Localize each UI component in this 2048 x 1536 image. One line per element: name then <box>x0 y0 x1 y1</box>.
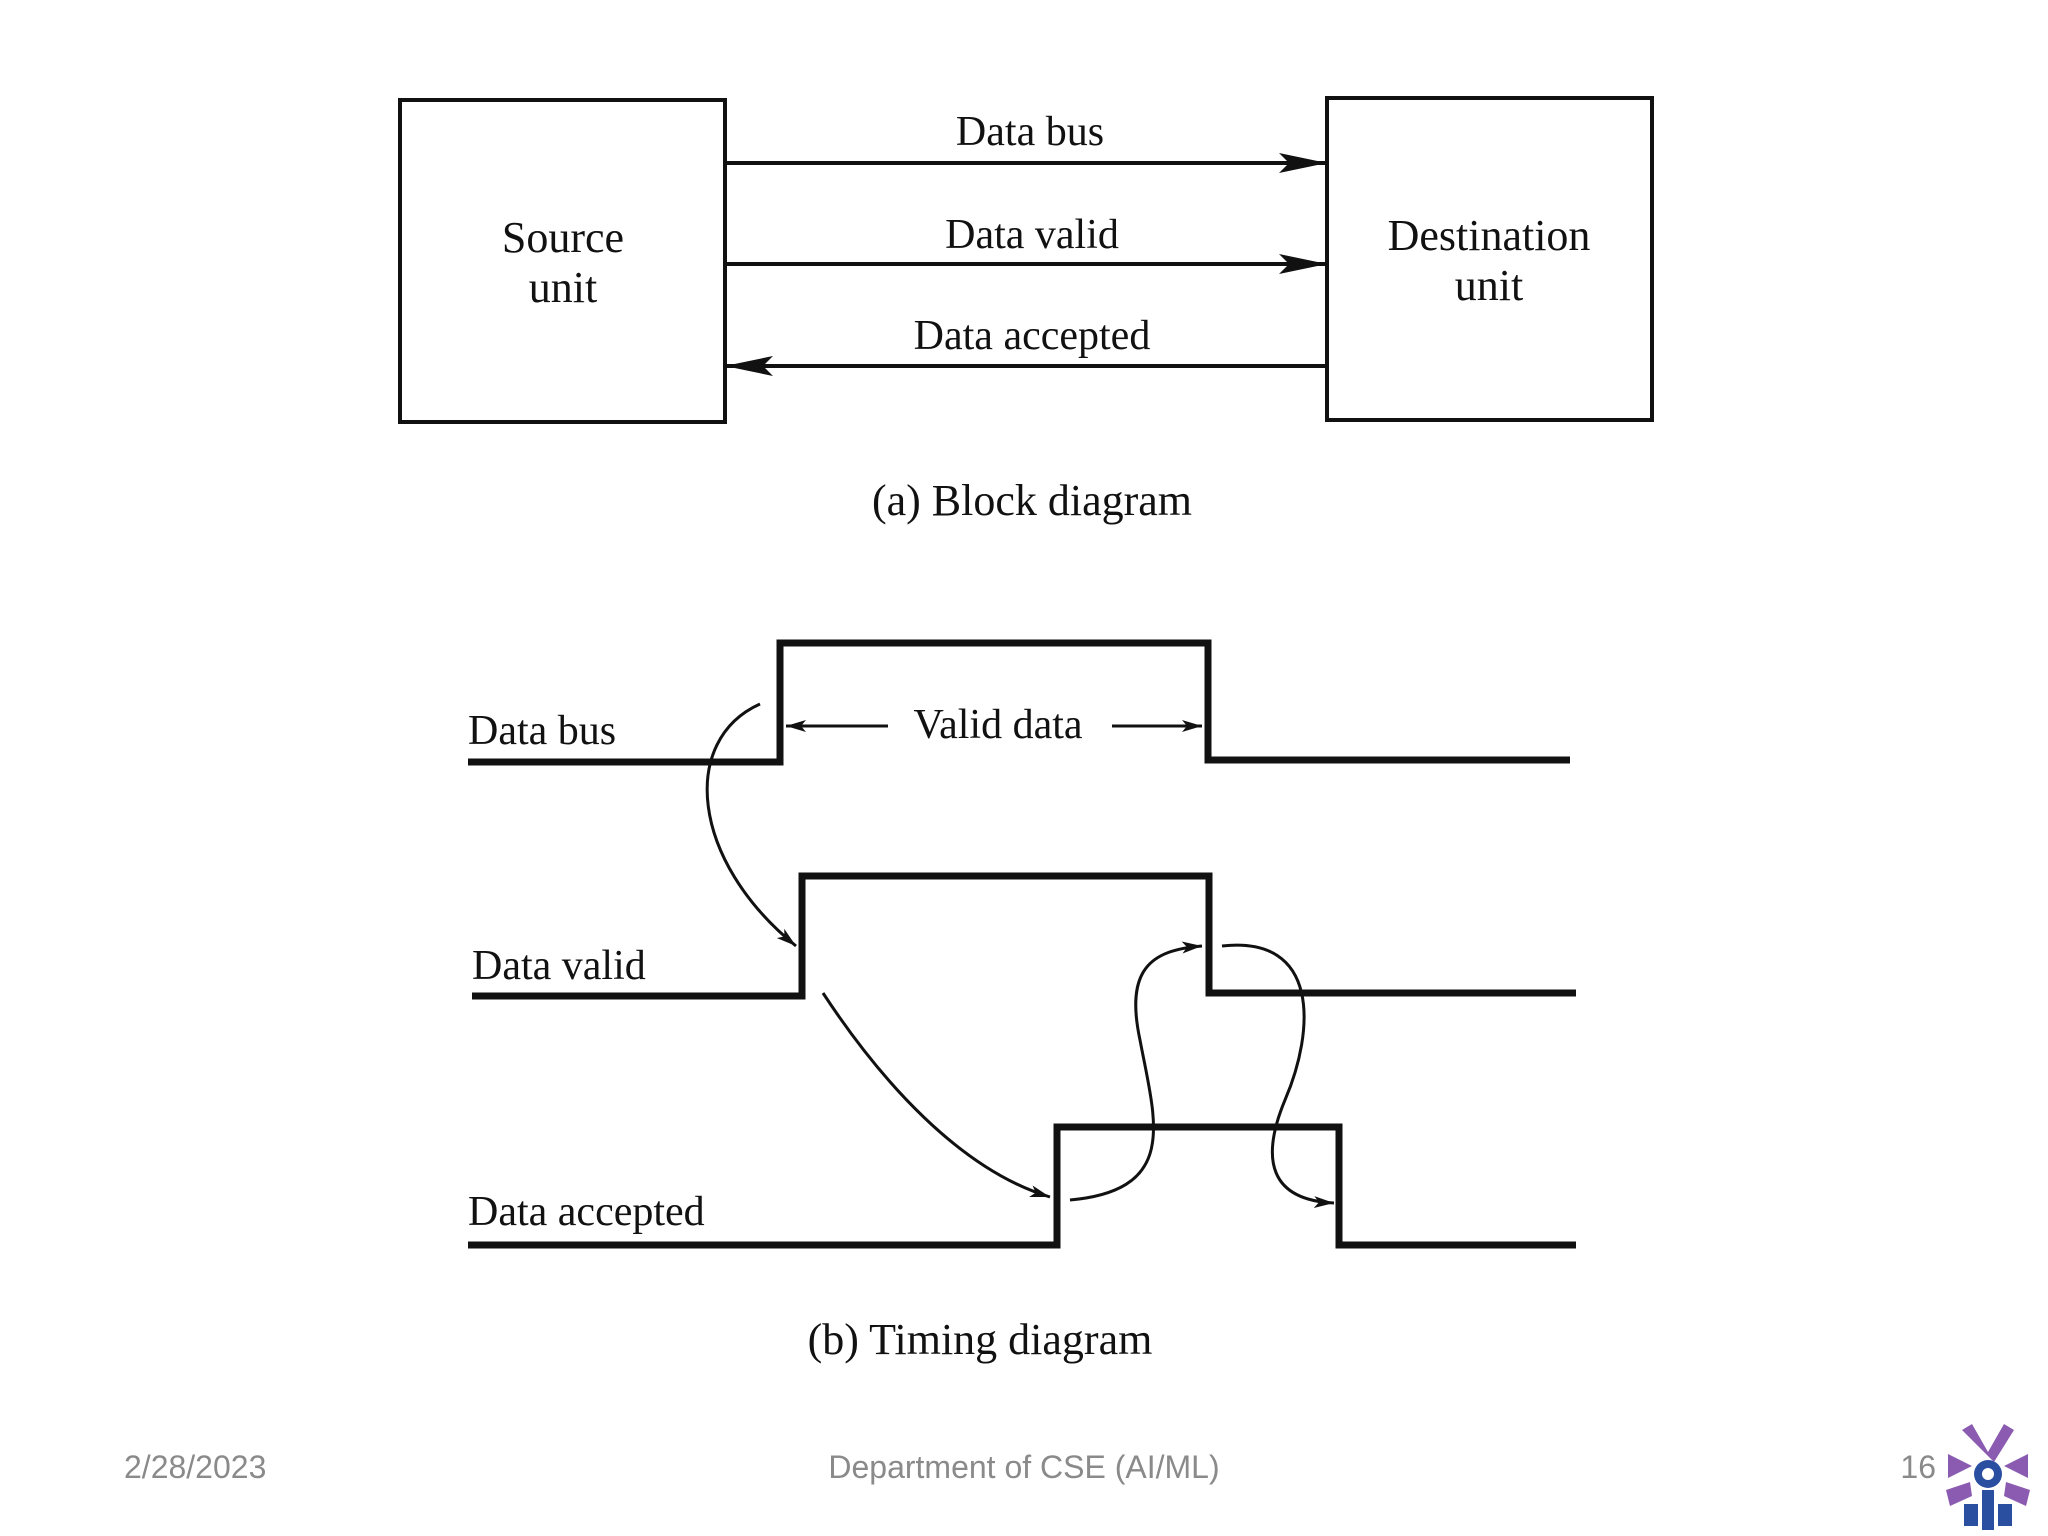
data-accepted-signal-label: Data accepted <box>914 313 1151 359</box>
bus-to-valid-causality-arrow <box>705 702 797 948</box>
source-unit-label-line1: Source <box>502 213 624 262</box>
destination-unit-label-line1: Destination <box>1388 211 1591 260</box>
data-valid-signal-label: Data valid <box>945 212 1119 258</box>
data-bus-waveform <box>468 639 1570 766</box>
timing-diagram: Data bus Valid data Data valid Data acce… <box>468 639 1576 1364</box>
accepted-to-valid-causality-arrow <box>1069 941 1203 1202</box>
data-accepted-waveform-label: Data accepted <box>468 1189 705 1235</box>
valid-to-accepted-fall-causality-arrow <box>1221 943 1335 1209</box>
source-unit-label-line2: unit <box>529 263 597 312</box>
data-valid-waveform-label: Data valid <box>472 943 646 989</box>
data-bus-waveform-label: Data bus <box>468 708 616 754</box>
data-valid-waveform <box>472 872 1576 1000</box>
block-diagram-caption: (a) Block diagram <box>872 476 1192 525</box>
footer-department: Department of CSE (AI/ML) <box>828 1449 1220 1485</box>
destination-unit-label-line2: unit <box>1455 261 1523 310</box>
footer-page-number: 16 <box>1900 1449 1936 1485</box>
destination-unit-box <box>1325 96 1654 422</box>
valid-data-label: Valid data <box>913 702 1082 748</box>
source-unit-box <box>398 98 727 424</box>
footer-date: 2/28/2023 <box>124 1449 267 1485</box>
data-accepted-waveform <box>468 1123 1576 1249</box>
data-bus-signal-label: Data bus <box>956 109 1104 155</box>
valid-to-accepted-causality-arrow <box>821 992 1051 1199</box>
institution-logo-icon <box>1946 1424 2030 1530</box>
timing-diagram-caption: (b) Timing diagram <box>808 1315 1153 1364</box>
block-diagram: Source unit Destination unit Data bus Da… <box>398 96 1654 525</box>
